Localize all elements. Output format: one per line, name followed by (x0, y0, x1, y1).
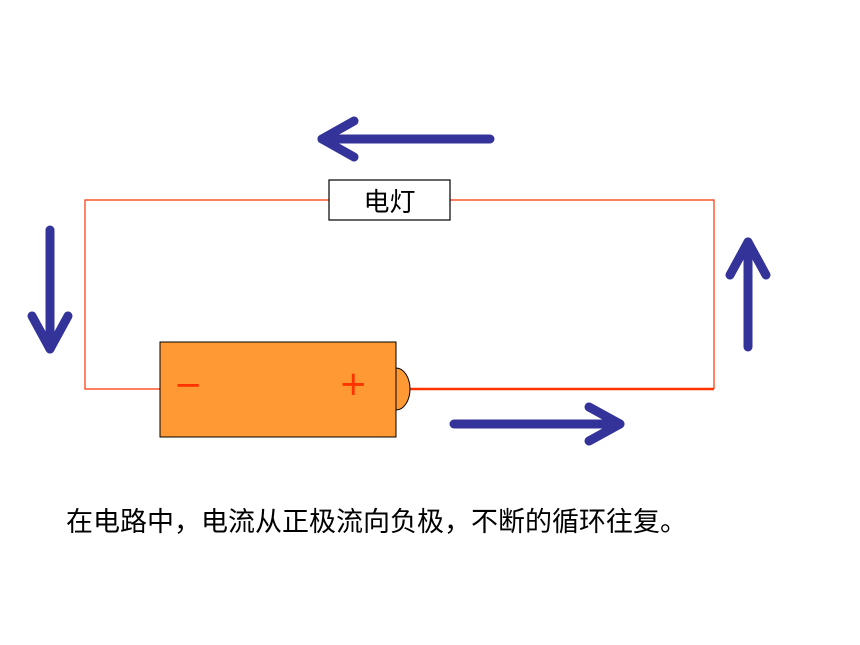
wire-top-left (84, 199, 329, 390)
lamp-label: 电灯 (363, 187, 416, 218)
caption-text: 在电路中，电流从正极流向负极，不断的循环往复。 (66, 507, 687, 538)
arrow-top-left-icon (317, 116, 495, 162)
battery-terminal-cap (395, 367, 411, 411)
arrow-left-down-icon (27, 225, 73, 354)
arrow-bottom-right-icon (449, 402, 625, 446)
battery-body (159, 341, 397, 438)
battery-positive-label: + (339, 364, 368, 404)
arrow-right-up-icon (725, 237, 771, 352)
lamp-box (328, 179, 451, 221)
battery-negative-label: − (174, 365, 203, 405)
wire-top-right (450, 199, 715, 389)
